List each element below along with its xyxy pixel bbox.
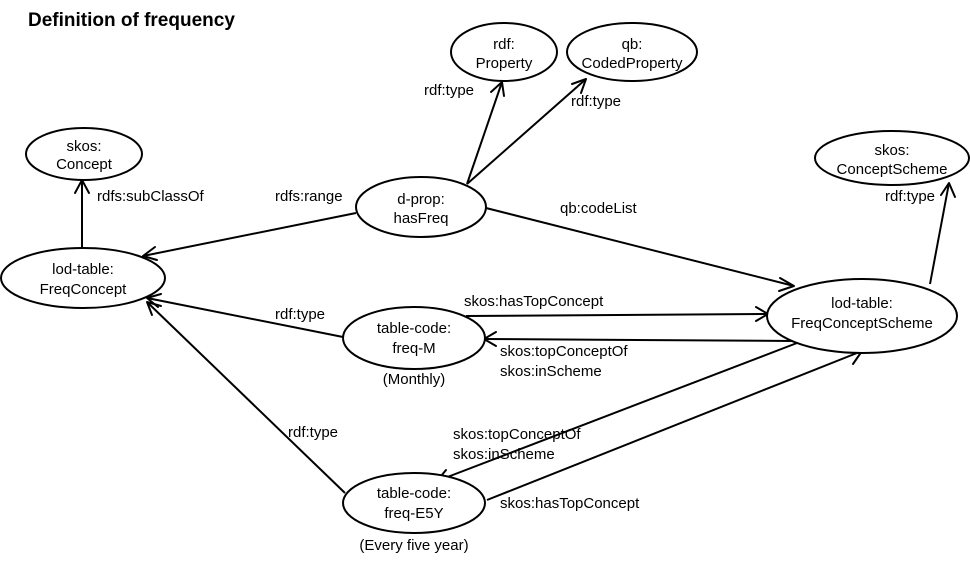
node-label-line2: freq-E5Y — [384, 505, 443, 522]
node-label-line2: hasFreq — [393, 210, 448, 227]
node-label-line1: lod-table: — [52, 261, 114, 278]
node-label-line1: skos: — [66, 138, 101, 155]
edge-label-freqconcept-subclassof: rdfs:subClassOf — [97, 188, 205, 205]
edge-label-scheme-topconceptof-m-line1: skos:topConceptOf — [500, 343, 628, 360]
node-dprop-hasfreq: d-prop: hasFreq — [355, 176, 487, 238]
node-label-line2: freq-M — [392, 340, 435, 357]
edge-label-freqm-hastopconcept: skos:hasTopConcept — [464, 293, 604, 310]
diagram-title: Definition of frequency — [28, 10, 235, 31]
edge-label-freqe5y-type: rdf:type — [288, 424, 338, 441]
edge-freqe5y-type — [146, 301, 346, 494]
node-skos-concept: skos: Concept — [25, 127, 143, 181]
node-label-line1: lod-table: — [831, 295, 893, 312]
node-label-line1: table-code: — [377, 320, 451, 337]
edge-label-scheme-topconceptof-e5y-line2: skos:inScheme — [453, 446, 555, 463]
edge-label-freqm-type: rdf:type — [275, 306, 325, 323]
node-label-line1: qb: — [622, 36, 643, 53]
node-label-line2: Property — [476, 55, 533, 72]
node-qb-codedproperty: qb: CodedProperty — [566, 22, 698, 82]
edge-freqconcept-subclassof — [74, 179, 90, 253]
node-label-line1: rdf: — [493, 36, 515, 53]
edge-hasfreq-type-codedproperty — [466, 78, 587, 185]
edge-label-hasfreq-type-property: rdf:type — [424, 82, 474, 99]
node-skos-conceptscheme: skos: ConceptScheme — [814, 130, 970, 186]
node-rdf-property: rdf: Property — [450, 22, 558, 82]
node-label-line1: table-code: — [377, 485, 451, 502]
node-label-line2: CodedProperty — [582, 55, 683, 72]
node-code-freqm: table-code: freq-M — [342, 306, 486, 370]
node-label-line1: d-prop: — [397, 191, 445, 208]
edge-label-scheme-topconceptof-e5y-line1: skos:topConceptOf — [453, 426, 581, 443]
node-label-line2: FreqConcept — [40, 281, 128, 298]
node-label-line2: ConceptScheme — [837, 161, 948, 178]
edge-label-scheme-topconceptof-m-line2: skos:inScheme — [500, 363, 602, 380]
node-label-line2: Concept — [56, 156, 113, 173]
edge-label-freqe5y-hastopconcept: skos:hasTopConcept — [500, 495, 640, 512]
node-label-line2: FreqConceptScheme — [791, 315, 933, 332]
node-lod-freqconceptscheme: lod-table: FreqConceptScheme — [766, 278, 958, 354]
edge-label-hasfreq-type-codedproperty: rdf:type — [571, 93, 621, 110]
edge-hasfreq-range — [142, 212, 357, 261]
node-code-freqe5y: table-code: freq-E5Y — [342, 472, 486, 534]
edge-label-hasfreq-range: rdfs:range — [275, 188, 343, 205]
edge-scheme-type — [929, 182, 956, 285]
node-note-freqe5y: (Every five year) — [359, 537, 468, 554]
edge-hasfreq-type-property — [466, 81, 505, 185]
edge-label-hasfreq-codelist: qb:codeList — [560, 200, 638, 217]
edge-label-scheme-type: rdf:type — [885, 188, 935, 205]
node-lod-freqconcept: lod-table: FreqConcept — [0, 247, 166, 309]
node-note-freqm: (Monthly) — [383, 371, 446, 388]
node-label-line1: skos: — [874, 142, 909, 159]
edge-hasfreq-codelist — [485, 207, 795, 292]
